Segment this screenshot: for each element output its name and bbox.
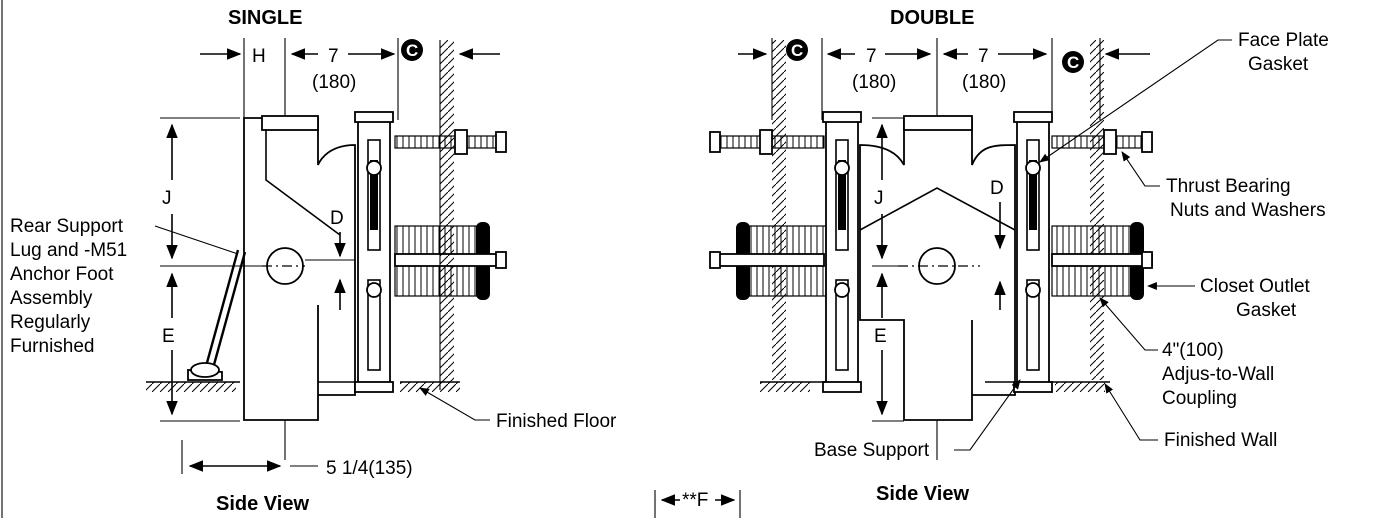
dim-e-label: E [162, 326, 175, 347]
single-view-label: Side View [216, 493, 309, 515]
rear-support-line-1: Rear Support [10, 216, 124, 237]
dim-180-label: (180) [312, 72, 356, 93]
dim-7-label: 7 [328, 46, 339, 67]
face-plate-line-2: Gasket [1248, 54, 1309, 75]
coupling-line-3: Coupling [1162, 388, 1237, 409]
dim-j-label: J [162, 188, 172, 209]
base-support-callout: Base Support [814, 379, 1021, 461]
closet-outlet-callout: Closet Outlet Gasket [1147, 276, 1311, 321]
rear-support-line-3: Anchor Foot [10, 264, 114, 285]
rear-support-line-4: Assembly [10, 288, 93, 309]
double-dim-7-right: 7 [978, 46, 989, 67]
rear-support-callout: Rear Support Lug and -M51 Anchor Foot As… [10, 216, 239, 357]
base-support-label: Base Support [814, 440, 930, 461]
double-dim-e: E [874, 326, 887, 347]
coupling-line-1: 4"(100) [1162, 340, 1224, 361]
circle-c-letter: C [406, 41, 418, 60]
coupling-line-2: Adjus-to-Wall [1162, 364, 1274, 385]
closet-outlet-line-1: Closet Outlet [1200, 276, 1311, 297]
dim-h-label: H [252, 46, 266, 67]
coupling-callout: 4"(100) Adjus-to-Wall Coupling [1099, 297, 1274, 409]
thrust-bearing-callout: Thrust Bearing Nuts and Washers [1121, 151, 1326, 221]
double-circle-c-left-letter: C [791, 41, 803, 60]
double-title: DOUBLE [890, 7, 974, 29]
double-dim-180-left: (180) [852, 72, 896, 93]
center-dim-f: **F [654, 490, 741, 518]
rear-support-line-6: Furnished [10, 336, 95, 357]
face-plate-callout: Face Plate Gasket [1039, 30, 1329, 163]
double-dim-j: J [874, 188, 884, 209]
double-circle-c-left [786, 39, 808, 61]
dim-d-label: D [330, 208, 344, 229]
dim-bottom-label: 5 1/4(135) [326, 458, 413, 479]
circle-c-badge [401, 39, 423, 61]
closet-outlet-line-2: Gasket [1236, 300, 1297, 321]
double-dim-d: D [990, 178, 1004, 199]
double-circle-c-right-letter: C [1067, 53, 1079, 72]
rear-support-line-2: Lug and -M51 [10, 240, 127, 261]
single-drawing: SINGLE H 7 (180) C [10, 7, 617, 515]
double-circle-c-right [1062, 51, 1084, 73]
rear-support-line-5: Regularly [10, 312, 91, 333]
finished-floor-label: Finished Floor [496, 411, 617, 432]
thrust-bearing-line-2: Nuts and Washers [1170, 200, 1326, 221]
finished-wall-label: Finished Wall [1164, 430, 1277, 451]
thrust-bearing-line-1: Thrust Bearing [1166, 176, 1291, 197]
double-dim-180-right: (180) [962, 72, 1006, 93]
dim-f-label: **F [682, 490, 708, 511]
finished-wall-callout: Finished Wall [1104, 383, 1277, 451]
face-plate-line-1: Face Plate [1238, 30, 1329, 51]
double-view-label: Side View [876, 483, 969, 505]
single-title: SINGLE [228, 7, 302, 29]
double-drawing: DOUBLE C 7 (180) 7 (180) C [709, 7, 1329, 505]
double-dim-7-left: 7 [866, 46, 877, 67]
